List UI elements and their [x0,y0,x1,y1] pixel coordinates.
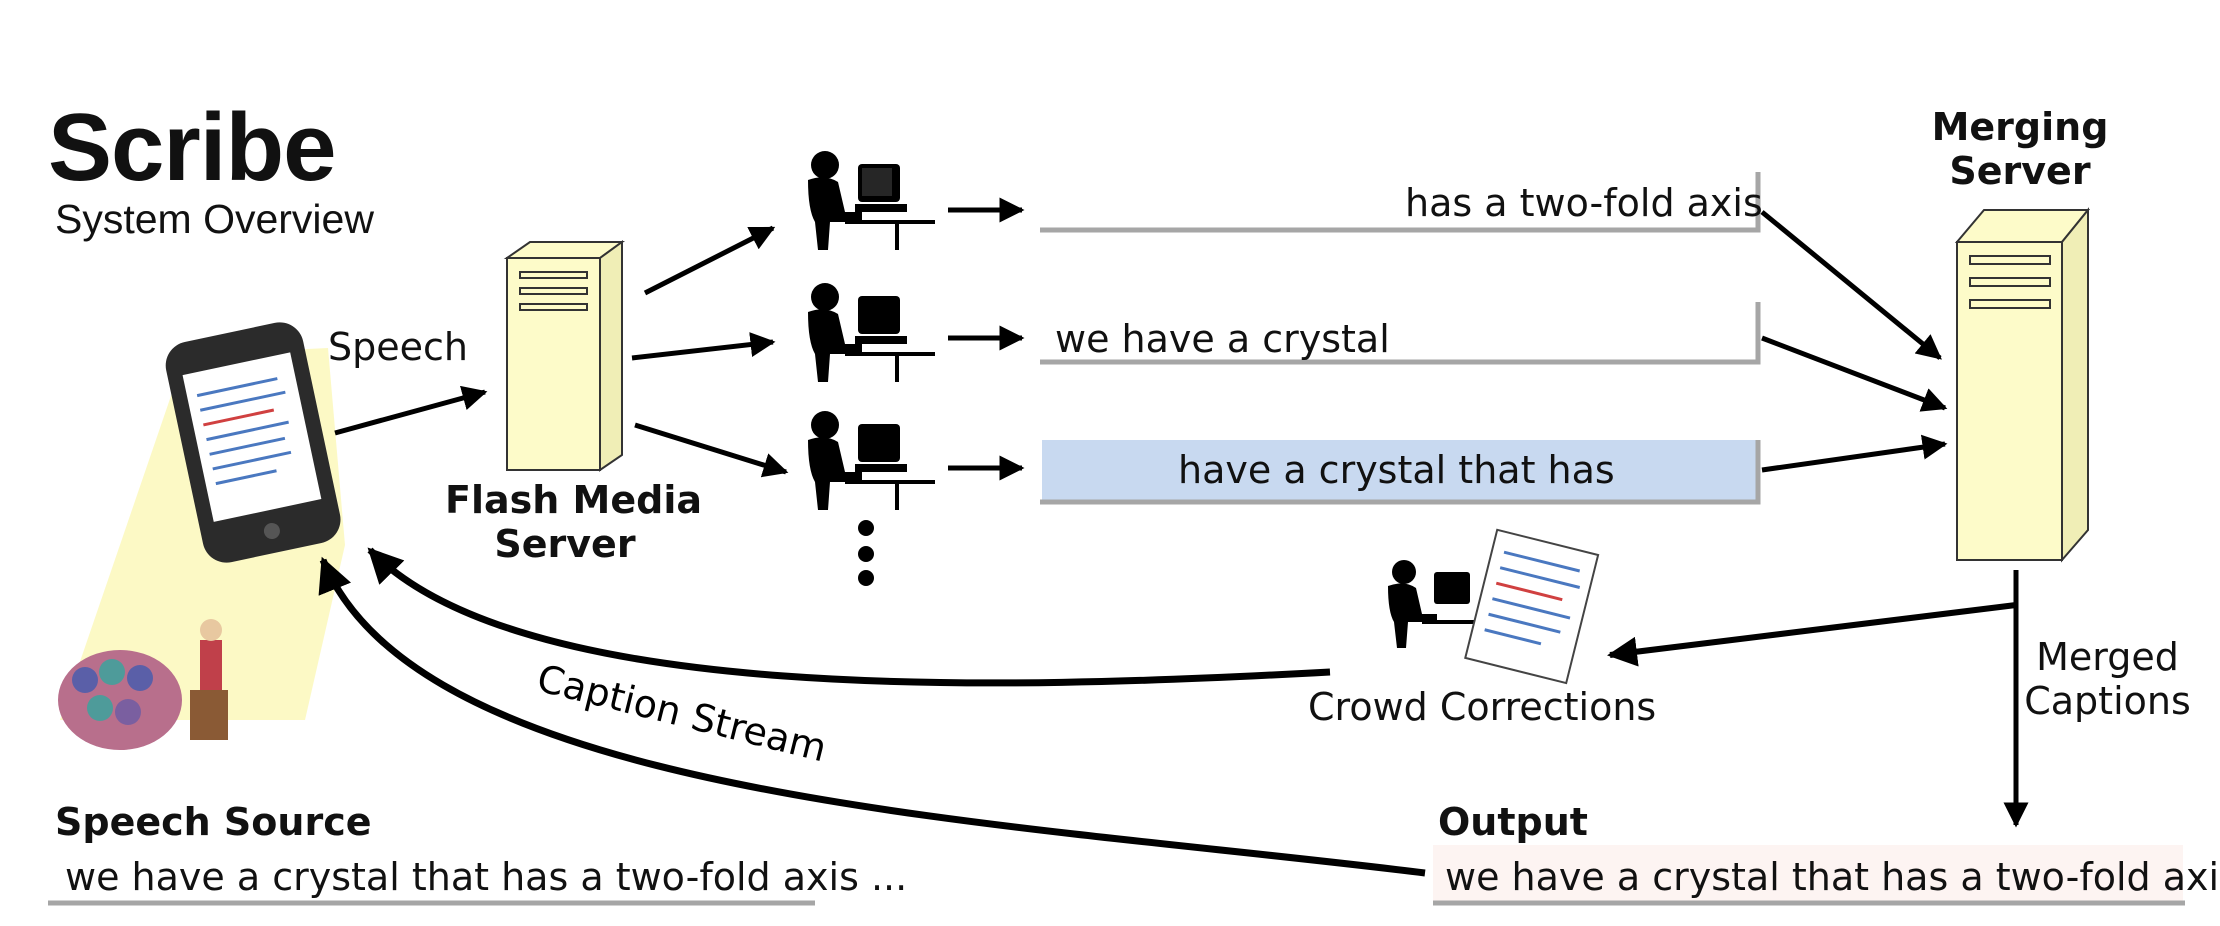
crowd-corrections-worker-icon [1388,560,1502,648]
worker-caption-box-2 [1040,302,1761,365]
crowd-worker-3-icon [808,411,935,510]
flash-media-server-label-line2: Server [494,522,636,566]
worker-caption-3-text: have a crystal that has [1178,448,1615,492]
flash-media-server-label-line1: Flash Media [445,478,702,522]
caption-1-to-merge-arrow [1760,210,1942,360]
server-to-worker-2-arrow [631,332,776,361]
corrections-document-icon [1464,528,1600,685]
worker-caption-1-text: has a two-fold axis [1405,181,1763,225]
corrections-to-phone-arrow [367,547,1331,687]
caption-stream-arrow [318,556,1426,877]
worker-caption-box-3 [1040,440,1761,505]
output-box [1433,845,2185,906]
merged-captions-label: Merged Captions [2020,635,2195,723]
merging-server-icon [1954,207,2091,563]
more-workers-ellipsis-icon [858,520,874,586]
merging-server-label: Merging Server [1930,105,2110,193]
speech-arrow [334,385,488,436]
lecture-audience-icon [58,619,228,750]
server-to-worker-3-arrow [634,422,789,478]
merging-server-label-line1: Merging [1931,105,2109,149]
worker-caption-box-1 [1040,172,1761,233]
flash-media-server-icon [503,240,626,472]
worker-caption-2-text: we have a crystal [1055,317,1390,361]
output-label: Output [1438,800,1588,844]
merging-server-label-line2: Server [1949,149,2091,193]
crowd-worker-2-icon [808,283,935,382]
merged-captions-label-line1: Merged [2036,635,2179,679]
phone-icon [165,322,341,563]
flash-media-server-label: Flash Media Server [445,478,702,566]
diagram-title: Scribe [48,94,336,201]
diagram-subtitle: System Overview [55,196,374,242]
speech-source-text: we have a crystal that has a two-fold ax… [65,855,908,899]
merge-to-corrections-arrow [1607,602,2017,667]
speech-label: Speech [328,325,468,369]
server-to-worker-1-arrow [643,225,776,296]
merged-captions-label-line2: Captions [2024,679,2191,723]
crowd-corrections-label: Crowd Corrections [1308,685,1657,729]
caption-3-to-merge-arrow [1761,434,1948,473]
speech-source-label: Speech Source [55,800,372,844]
caption-2-to-merge-arrow [1761,335,1948,412]
crowd-worker-1-icon [808,151,935,250]
output-text: we have a crystal that has a two-fold ax… [1445,855,2220,899]
